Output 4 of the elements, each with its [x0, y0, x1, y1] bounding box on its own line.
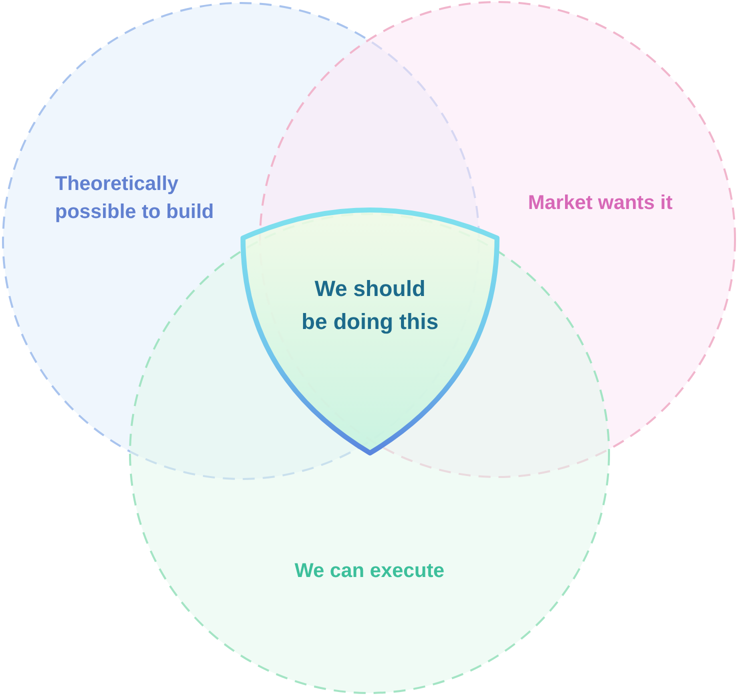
set-label: Theoretically possible to build: [55, 172, 215, 225]
set-label: Market wants it: [528, 191, 672, 215]
shield-label: We should be doing this: [300, 275, 440, 336]
set-label: We can execute: [294, 559, 444, 583]
